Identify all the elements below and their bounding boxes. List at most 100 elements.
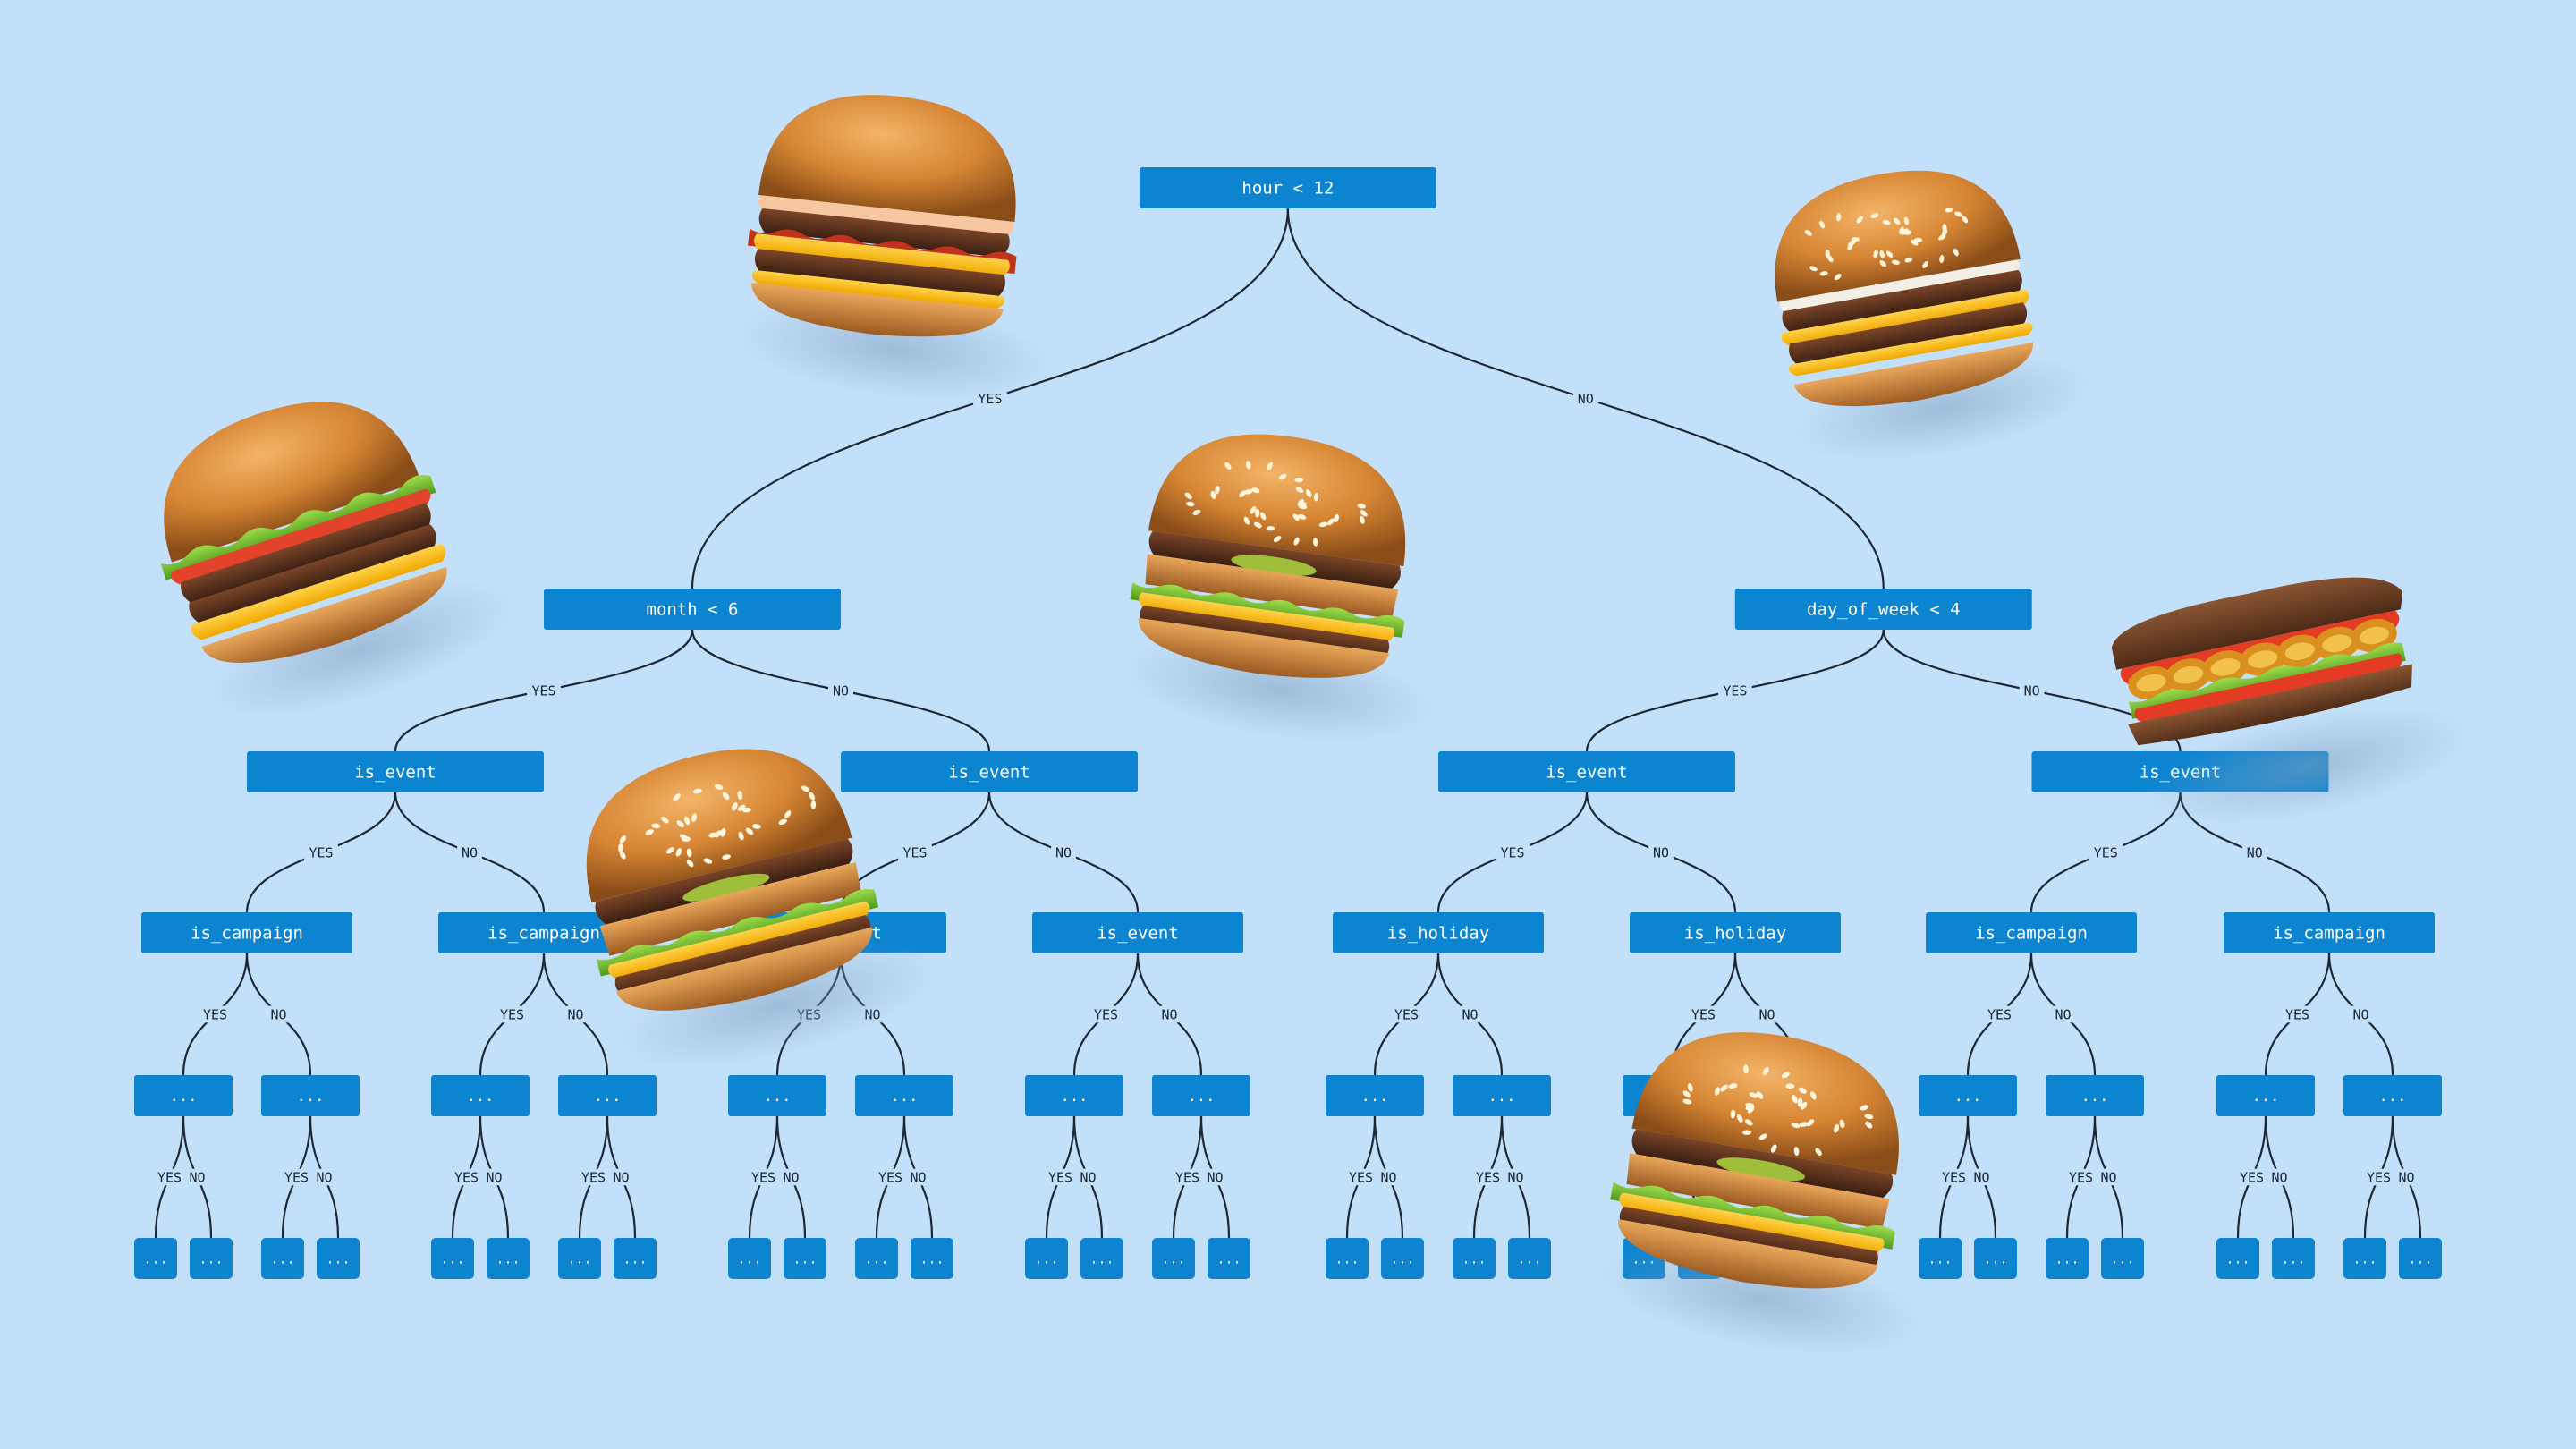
tree-node-label: ... xyxy=(1335,1250,1359,1267)
big-mac-bottom xyxy=(1595,1032,1927,1357)
tree-node-label: ... xyxy=(2408,1250,2432,1267)
tree-node-box xyxy=(2399,1238,2442,1279)
edge-label-no: NO xyxy=(2024,682,2040,699)
edge-label-background xyxy=(576,1168,611,1186)
tree-node-label: ... xyxy=(143,1250,167,1267)
tree-node-box xyxy=(1381,1238,1424,1279)
tree-node: is_campaign xyxy=(2224,912,2435,953)
edge-label-background xyxy=(279,1168,314,1186)
edge-label-no: NO xyxy=(1055,844,1072,860)
edge-label-background xyxy=(1202,1168,1228,1186)
tree-node-label: ... xyxy=(199,1250,223,1267)
tree-node-box xyxy=(141,912,352,953)
tree-node: is_campaign xyxy=(1926,912,2137,953)
tree-node: ... xyxy=(1326,1238,1368,1279)
tree-node-label: ... xyxy=(623,1250,647,1267)
edge-label-background xyxy=(778,1168,804,1186)
tree-node: ... xyxy=(317,1238,360,1279)
edge-label-no: NO xyxy=(2398,1169,2414,1185)
tree-node-box xyxy=(614,1238,657,1279)
tree-node-box xyxy=(261,1238,304,1279)
tree-node-label: ... xyxy=(1089,1250,1114,1267)
tree-node-label: ... xyxy=(567,1250,591,1267)
edge-label-yes: YES xyxy=(2240,1169,2264,1185)
edge-label-yes: YES xyxy=(1723,682,1747,699)
tree-node-label: ... xyxy=(170,1088,198,1106)
edge-label-background xyxy=(311,1168,337,1186)
edge-label-background xyxy=(198,1005,233,1023)
edge-label-background xyxy=(2019,682,2045,699)
edge-label-background xyxy=(2241,843,2267,861)
tree-node-box xyxy=(1734,589,2032,630)
tree-node-label: ... xyxy=(1361,1088,1389,1106)
edge-label-yes: YES xyxy=(1987,1006,2012,1022)
tree-node: month < 6 xyxy=(544,589,841,630)
edge-label-background xyxy=(1051,843,1076,861)
tree-node-label: ... xyxy=(2110,1250,2134,1267)
edge-label-yes: YES xyxy=(157,1169,182,1185)
edge-label-no: NO xyxy=(316,1169,332,1185)
edge-label-background xyxy=(1718,682,1752,699)
tree-node-box xyxy=(558,1238,601,1279)
edge-label-yes: YES xyxy=(1094,1006,1118,1022)
edge-label-background xyxy=(457,843,482,861)
tree-node-label: is_campaign xyxy=(2273,924,2385,944)
tree-node: day_of_week < 4 xyxy=(1734,589,2032,630)
tree-node-label: is_event xyxy=(1546,763,1628,783)
edge-label-background xyxy=(1936,1168,1971,1186)
tree-node: ... xyxy=(261,1075,360,1116)
edge-label-no: NO xyxy=(2100,1169,2116,1185)
edge-label-no: NO xyxy=(2352,1006,2368,1022)
tree-node-box xyxy=(2046,1075,2144,1116)
tree-node: ... xyxy=(784,1238,826,1279)
edge-label-background xyxy=(2361,1168,2396,1186)
edge-label-background xyxy=(1157,1005,1182,1023)
tree-node-label: is_campaign xyxy=(191,924,303,944)
tree-node-label: ... xyxy=(2225,1250,2250,1267)
edge-label-no: NO xyxy=(486,1169,502,1185)
edge-label-background xyxy=(905,1168,931,1186)
lettuce-tomato-cheeseburger xyxy=(152,402,518,719)
edge-label-background xyxy=(495,1005,530,1023)
tree-node: ... xyxy=(431,1075,530,1116)
edge-label-background xyxy=(898,843,932,861)
edge-label-background xyxy=(1648,843,1674,861)
tree-node-label: ... xyxy=(1517,1250,1541,1267)
edge-label-no: NO xyxy=(1161,1006,1177,1022)
tree-node-label: ... xyxy=(792,1250,817,1267)
tree-node: ... xyxy=(1919,1238,1962,1279)
edge-label-yes: YES xyxy=(284,1169,309,1185)
tree-node-label: hour < 12 xyxy=(1241,179,1334,199)
tree-node-box xyxy=(1139,167,1436,208)
edge-label-background xyxy=(2267,1168,2292,1186)
tree-node-box xyxy=(2343,1075,2442,1116)
edge-label-no: NO xyxy=(1462,1006,1478,1022)
edge-label-yes: YES xyxy=(902,844,927,860)
tree-node-box xyxy=(784,1238,826,1279)
tree-node-box xyxy=(1333,912,1544,953)
tree-node-label: is_event xyxy=(354,763,436,783)
tree-node-box xyxy=(2343,1238,2386,1279)
tree-node: is_campaign xyxy=(141,912,352,953)
edge-label-no: NO xyxy=(1758,1006,1775,1022)
tree-node-box xyxy=(1025,1238,1068,1279)
tree-node-box xyxy=(431,1075,530,1116)
tree-node-label: ... xyxy=(467,1088,495,1106)
tree-node-label: ... xyxy=(440,1250,464,1267)
tree-node: ... xyxy=(1508,1238,1551,1279)
tree-node-box xyxy=(2216,1238,2259,1279)
edge-label-background xyxy=(449,1168,484,1186)
tree-node-label: ... xyxy=(1188,1088,1216,1106)
tree-node-box xyxy=(544,589,841,630)
tree-node-box xyxy=(1453,1075,1551,1116)
edge-label-no: NO xyxy=(2055,1006,2071,1022)
edge-label-no: NO xyxy=(1578,391,1594,407)
edge-label-yes: YES xyxy=(1349,1169,1373,1185)
edge-label-no: NO xyxy=(910,1169,926,1185)
edge-label-background xyxy=(1075,1168,1101,1186)
edge-label-background xyxy=(2050,1005,2076,1023)
tree-node-label: ... xyxy=(891,1088,919,1106)
edge-label-yes: YES xyxy=(1175,1169,1199,1185)
edge-label-no: NO xyxy=(613,1169,629,1185)
tree-node-box xyxy=(261,1075,360,1116)
